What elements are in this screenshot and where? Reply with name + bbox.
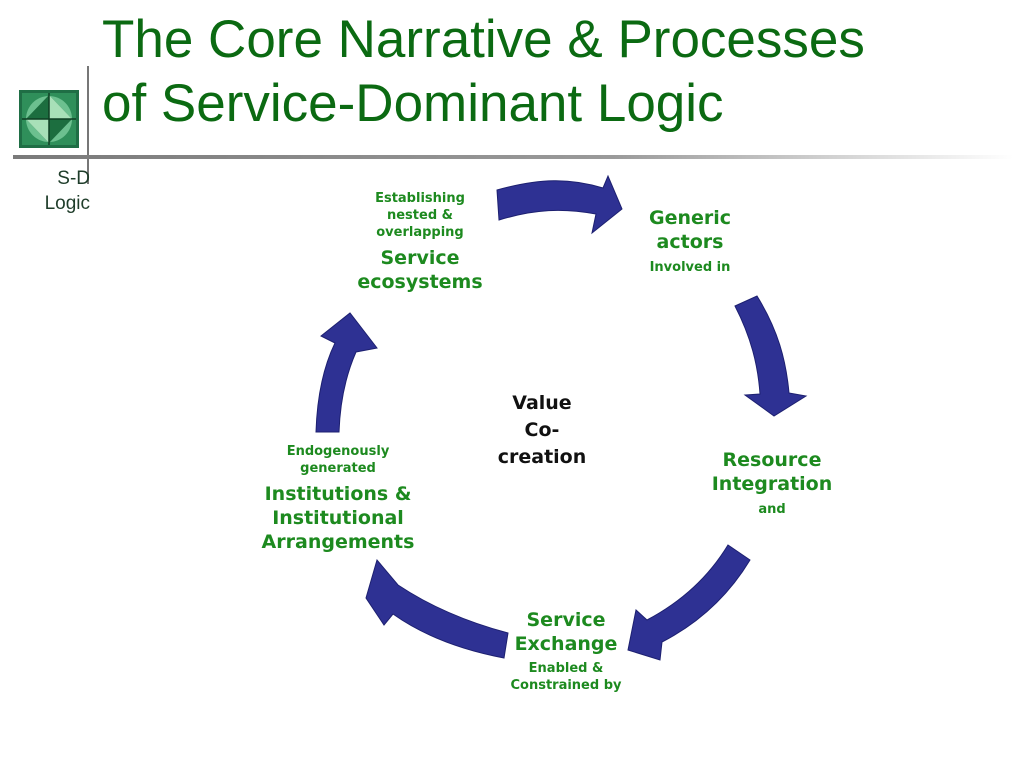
center-line-3: creation [497,446,587,468]
cycle-arrow-exchange-to-institutions [365,558,509,659]
header-vertical-rule [87,66,89,184]
institutions-main-line-1: Institutions & [264,483,412,505]
title-line-2: of Service-Dominant Logic [102,74,724,133]
actors-main-line-2: actors [656,231,724,253]
node-institutions: Endogenously generated Institutions & In… [238,443,438,554]
cycle-arrow-actors-to-integration [734,295,808,417]
ecosystems-pre-line-2: nested & [386,208,453,223]
logo-label: S-D Logic [10,166,90,216]
integration-main-line-1: Resource [722,449,822,471]
sd-logic-logo-icon [19,90,79,148]
cycle-arrow-institutions-to-ecosystems [315,312,378,433]
ecosystems-main-line-1: Service [380,247,460,269]
exchange-post-line-1: Enabled & [528,661,604,676]
node-generic-actors: Generic actors Involved in [620,206,760,276]
institutions-main-line-2: Institutional [272,507,404,529]
institutions-pre-line-2: generated [300,461,376,476]
ecosystems-pre-line-3: overlapping [376,225,464,240]
header-horizontal-rule [13,155,1013,159]
title-line-1: The Core Narrative & Processes [102,10,865,69]
institutions-main-line-3: Arrangements [261,531,415,553]
exchange-main-line-1: Service [526,609,606,631]
cycle-arrow-integration-to-exchange [627,544,751,661]
integration-main-line-2: Integration [711,473,833,495]
cycle-arrow-ecosystems-to-actors [496,174,623,235]
node-resource-integration: Resource Integration and [692,448,852,518]
ecosystems-pre-line-1: Establishing [375,191,465,206]
center-value-cocreation: Value Co- creation [482,390,602,471]
integration-post-line-1: and [758,502,786,517]
exchange-main-line-2: Exchange [514,633,618,655]
actors-main-line-1: Generic [648,207,732,229]
center-line-2: Co- [524,419,560,441]
ecosystems-main-line-2: ecosystems [357,271,483,293]
node-service-exchange: Service Exchange Enabled & Constrained b… [486,608,646,694]
actors-post-line-1: Involved in [649,260,731,275]
exchange-post-line-2: Constrained by [510,678,622,693]
institutions-pre-line-1: Endogenously [286,444,390,459]
logo-label-line-1: S-D [57,168,90,189]
node-service-ecosystems: Establishing nested & overlapping Servic… [330,190,510,294]
logo-label-line-2: Logic [44,193,90,214]
center-line-1: Value [512,392,572,414]
slide-title: The Core Narrative & Processes of Servic… [102,8,865,136]
